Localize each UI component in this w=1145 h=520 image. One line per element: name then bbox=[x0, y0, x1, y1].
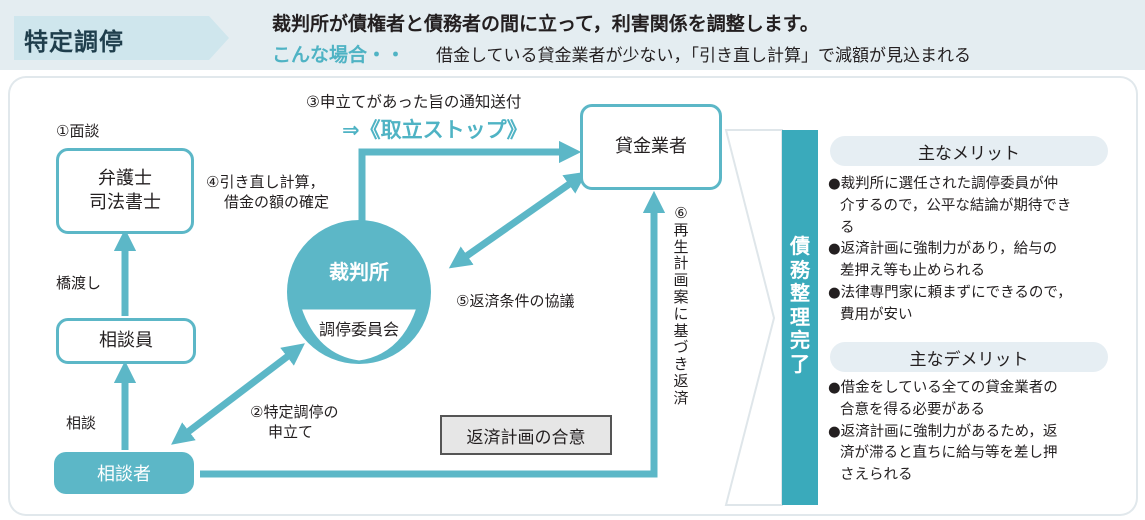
case-label: こんな場合・・ bbox=[272, 44, 406, 66]
lawyer-box: 弁護士 司法書士 bbox=[56, 148, 194, 234]
arrow-court-to-lender bbox=[358, 140, 582, 240]
lender-label: 貸金業者 bbox=[615, 135, 687, 157]
step4-line1: ④引き直し計算， bbox=[206, 173, 325, 191]
repayment-agreement-box: 返済計画の合意 bbox=[440, 415, 612, 455]
case-description: 借金している貸金業者が少ない，「引き直し計算」で減額が見込まれる bbox=[436, 46, 971, 66]
step6-label: ⑥再生計画案に基づき返済 bbox=[673, 204, 689, 407]
consult-label: 相談 bbox=[66, 414, 97, 432]
judicial-scrivener-label: 司法書士 bbox=[89, 192, 161, 213]
lender-box: 貸金業者 bbox=[580, 104, 722, 190]
merits-title: 主なメリット bbox=[830, 136, 1108, 166]
result-chevron bbox=[724, 129, 783, 506]
step3-label: ③申立てがあった旨の通知送付 bbox=[306, 93, 522, 111]
arrow-client-court-filing bbox=[171, 343, 305, 445]
bridge-label: 橋渡し bbox=[56, 274, 102, 292]
result-text: 債務整理完了 bbox=[790, 234, 810, 376]
client-box: 相談者 bbox=[54, 452, 194, 494]
result-band bbox=[782, 130, 818, 505]
advisor-label: 相談員 bbox=[99, 329, 153, 351]
merit-item: ●返済計画に強制力があり，給与の差押え等も止められる bbox=[828, 241, 1058, 279]
merit-item: ●裁判所に選任された調停委員が仲介するので，公平な結論が期待できる bbox=[828, 176, 1072, 236]
step4-line2: 借金の額の確定 bbox=[224, 193, 330, 212]
title-tag-shape bbox=[14, 16, 229, 60]
step4-label: ④引き直し計算， 借金の額の確定 bbox=[206, 172, 329, 213]
step2-line2: 申立て bbox=[268, 423, 314, 442]
client-label: 相談者 bbox=[97, 464, 151, 485]
advisor-box: 相談員 bbox=[56, 318, 196, 364]
header-description: 裁判所が債権者と債務者の間に立って，利害関係を調整します。 bbox=[272, 13, 819, 35]
step5-label: ⑤返済条件の協議 bbox=[456, 292, 575, 310]
step2-label: ②特定調停の 申立て bbox=[250, 402, 338, 443]
collection-stop-label: ⇒《取立ストップ》 bbox=[342, 118, 528, 142]
lawyer-label: 弁護士 bbox=[98, 167, 152, 189]
mediation-committee-label: 調停委員会 bbox=[318, 320, 399, 339]
demerits-title: 主なデメリット bbox=[830, 342, 1108, 372]
arrow-client-to-lender-repayment bbox=[200, 190, 666, 478]
demerit-item: ●借金をしている全ての貸金業者の合意を得る必要がある bbox=[828, 380, 1058, 418]
merits-list: ●裁判所に選任された調停委員が仲介するので，公平な結論が期待できる ●返済計画に… bbox=[828, 174, 1118, 326]
demerits-list: ●借金をしている全ての貸金業者の合意を得る必要がある ●返済計画に強制力があるた… bbox=[828, 378, 1118, 487]
page-title: 特定調停 bbox=[24, 28, 124, 56]
step1-label: ①面談 bbox=[56, 122, 100, 140]
demerit-item: ●返済計画に強制力があるため，返済が滞ると直ちに給与等を差し押さえられる bbox=[828, 423, 1058, 484]
court-label: 裁判所 bbox=[329, 260, 389, 284]
result-label: 債務整理完了 bbox=[782, 234, 818, 377]
arrow-court-lender-negotiation bbox=[448, 171, 588, 269]
merit-item: ●法律専門家に頼まずにできるので，費用が安い bbox=[828, 284, 1072, 323]
step2-line1: ②特定調停の bbox=[250, 403, 339, 421]
